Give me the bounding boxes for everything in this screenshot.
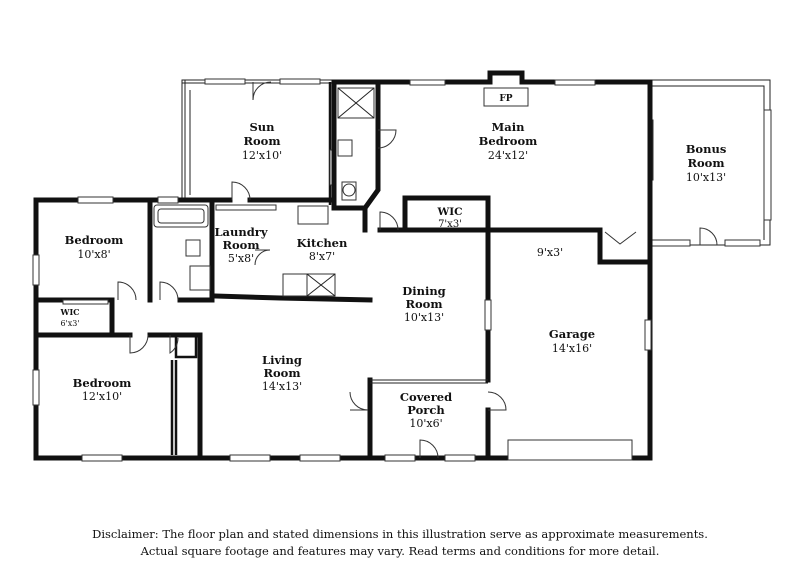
- laundry-name-2: Room: [222, 238, 259, 252]
- wic-small-size: 6'x3': [60, 319, 79, 328]
- sun-room-name-2: Room: [243, 134, 280, 148]
- wic-small-name: WIC: [59, 307, 79, 317]
- porch-name-2: Porch: [407, 403, 445, 417]
- garage-name: Garage: [549, 327, 595, 341]
- living-size: 14'x13': [262, 380, 302, 393]
- exterior-walls: [33, 70, 653, 461]
- bedroom-1-size: 10'x8': [77, 248, 110, 261]
- main-bedroom-name-2: Bedroom: [479, 134, 538, 148]
- garage-size: 14'x16': [552, 342, 592, 355]
- wic-main-name: WIC: [436, 206, 462, 218]
- porch-size: 10'x6': [409, 417, 442, 430]
- dining-size: 10'x13': [404, 311, 444, 324]
- laundry-size: 5'x8': [228, 252, 254, 265]
- wic-main-size: 7'x3': [438, 219, 462, 230]
- disclaimer-line-1: Disclaimer: The floor plan and stated di…: [92, 527, 708, 541]
- disclaimer: Disclaimer: The floor plan and stated di…: [0, 526, 800, 560]
- porch-name: Covered: [400, 390, 452, 404]
- windows: [32, 79, 652, 462]
- fireplace-label: FP: [499, 94, 512, 104]
- bedroom-1-name: Bedroom: [65, 233, 124, 247]
- dining-name: Dining: [402, 284, 445, 298]
- sun-room-size: 12'x10': [242, 149, 282, 162]
- kitchen-name: Kitchen: [297, 236, 348, 250]
- sun-room-name: Sun: [249, 120, 275, 134]
- main-bedroom-name: Main: [492, 120, 526, 134]
- laundry-name: Laundry: [214, 225, 267, 239]
- doors: [117, 81, 718, 459]
- room-labels: Sun Room 12'x10' FP Main Bedroom 24'x12'…: [59, 94, 726, 430]
- kitchen-size: 8'x7': [309, 250, 335, 263]
- disclaimer-line-2: Actual square footage and features may v…: [140, 544, 660, 558]
- bonus-room-name: Bonus: [686, 142, 727, 156]
- bedroom-2-size: 12'x10': [82, 390, 122, 403]
- hall-size: 9'x3': [537, 246, 563, 259]
- bonus-room-size: 10'x13': [686, 171, 726, 184]
- living-name: Living: [262, 353, 302, 367]
- main-bedroom-size: 24'x12': [488, 149, 528, 162]
- dining-name-2: Room: [405, 297, 442, 311]
- fixtures: [62, 87, 529, 305]
- bedroom-2-name: Bedroom: [73, 376, 132, 390]
- living-name-2: Room: [263, 366, 300, 380]
- bonus-room-name-2: Room: [687, 156, 724, 170]
- interior-walls: [33, 197, 488, 461]
